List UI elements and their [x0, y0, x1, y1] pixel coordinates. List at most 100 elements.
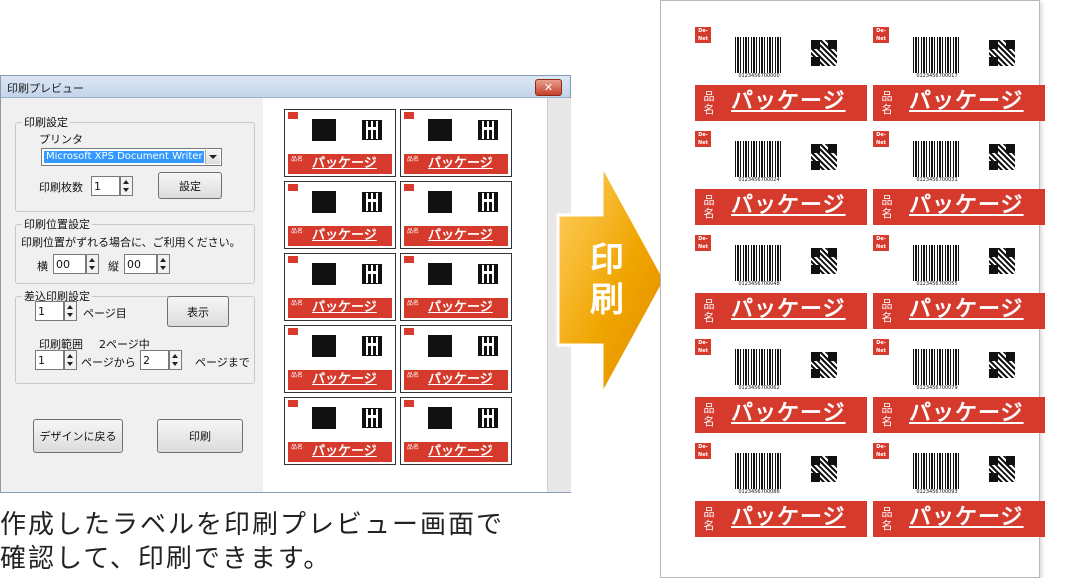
- name-tag: 品名: [291, 228, 304, 235]
- spin-arrows-icon[interactable]: [157, 254, 170, 274]
- to-suffix: ページまで: [195, 356, 250, 369]
- spin-arrows-icon[interactable]: [64, 301, 77, 321]
- spin-arrows-icon[interactable]: [120, 176, 133, 196]
- barcode-icon: [735, 245, 781, 281]
- product-name: パッケージ: [731, 193, 846, 218]
- product-name: パッケージ: [312, 372, 377, 387]
- barcode-icon: [913, 453, 959, 489]
- label-name-band: 品名パッケージ: [404, 442, 508, 462]
- close-button[interactable]: ✕: [535, 79, 562, 96]
- logo-icon: De-Net: [695, 443, 711, 459]
- product-name: パッケージ: [909, 401, 1024, 426]
- horizontal-offset-stepper[interactable]: 00: [53, 254, 99, 274]
- chevron-down-icon[interactable]: [205, 150, 220, 164]
- printer-select[interactable]: Microsoft XPS Document Writer: [41, 148, 222, 166]
- to-page-stepper[interactable]: 2: [140, 350, 182, 370]
- name-tag: 品名: [881, 402, 893, 428]
- qr-code-icon: [989, 456, 1015, 482]
- caption-line2: 確認して、印刷できます。: [0, 544, 332, 574]
- label-name-band: 品名パッケージ: [404, 370, 508, 390]
- preview-label: 品名パッケージ: [400, 325, 512, 393]
- barcode-icon: [428, 335, 452, 357]
- vertical-offset-stepper[interactable]: 00: [124, 254, 170, 274]
- qr-code-icon: [811, 352, 837, 378]
- preview-label: 品名 パッケージ: [400, 109, 512, 177]
- product-name: パッケージ: [428, 300, 493, 315]
- qr-code-icon: [362, 408, 382, 428]
- product-name: パッケージ: [428, 156, 493, 171]
- label-name-band: 品名パッケージ: [873, 85, 1045, 121]
- spin-arrows-icon[interactable]: [86, 254, 99, 274]
- horizontal-offset-input[interactable]: 00: [53, 254, 86, 274]
- product-name: パッケージ: [312, 444, 377, 459]
- name-tag: 品名: [407, 156, 420, 163]
- merge-settings-group: 差込印刷設定: [15, 288, 255, 384]
- label-name-band: 品名パッケージ: [288, 154, 392, 174]
- label-name-band: 品名 パッケージ: [288, 226, 392, 246]
- label-name-band: 品名パッケージ: [695, 501, 867, 537]
- print-button[interactable]: 印刷: [157, 419, 243, 453]
- barcode-icon: [312, 407, 336, 429]
- qr-code-icon: [362, 192, 382, 212]
- barcode-icon: [913, 37, 959, 73]
- preview-label: 品名パッケージ: [400, 397, 512, 465]
- product-name: パッケージ: [312, 228, 377, 243]
- print-settings-group: 印刷設定: [15, 114, 255, 212]
- qr-code-icon: [362, 336, 382, 356]
- logo-icon: [404, 112, 414, 119]
- print-preview-dialog: 印刷プレビュー ✕ 印刷設定 プリンタ Microsoft XPS Docume…: [0, 75, 571, 493]
- copies-input[interactable]: 1: [91, 176, 120, 196]
- logo-icon: [288, 184, 298, 191]
- qr-code-icon: [478, 192, 498, 212]
- name-tag: 品名: [703, 194, 715, 220]
- barcode-number: 0123456700079: [916, 385, 958, 391]
- product-name: パッケージ: [909, 505, 1024, 530]
- label-name-band: 品名パッケージ: [695, 397, 867, 433]
- product-name: パッケージ: [731, 89, 846, 114]
- product-name: パッケージ: [312, 300, 377, 315]
- name-tag: 品名: [881, 90, 893, 116]
- logo-icon: De-Net: [695, 339, 711, 355]
- spin-arrows-icon[interactable]: [64, 350, 77, 370]
- merge-settings-legend: 差込印刷設定: [24, 290, 90, 303]
- label-name-band: 品名パッケージ: [695, 85, 867, 121]
- logo-icon: [288, 112, 298, 119]
- to-page-input[interactable]: 2: [140, 350, 169, 370]
- page-suffix: ページ目: [83, 307, 127, 320]
- name-tag: 品名: [703, 506, 715, 532]
- barcode-number: 0123456700048: [738, 281, 780, 287]
- barcode-icon: [312, 335, 336, 357]
- spin-arrows-icon[interactable]: [169, 350, 182, 370]
- from-page-input[interactable]: 1: [35, 350, 64, 370]
- logo-icon: [404, 184, 414, 191]
- name-tag: 品名: [407, 372, 420, 379]
- product-name: パッケージ: [428, 444, 493, 459]
- qr-code-icon: [989, 144, 1015, 170]
- barcode-number: 0123456700024: [738, 177, 780, 183]
- product-name: パッケージ: [312, 156, 377, 171]
- printed-label: De-Net 0123456700079 品名パッケージ: [873, 339, 1045, 439]
- logo-icon: De-Net: [873, 339, 889, 355]
- back-to-design-button[interactable]: デザインに戻る: [33, 419, 123, 453]
- print-arrow-icon: [556, 164, 667, 396]
- copies-stepper[interactable]: 1: [91, 176, 133, 196]
- page-stepper[interactable]: 1: [35, 301, 77, 321]
- settings-button[interactable]: 設定: [158, 172, 222, 199]
- label-name-band: 品名パッケージ: [695, 293, 867, 329]
- dialog-titlebar: 印刷プレビュー ✕: [1, 76, 570, 98]
- logo-icon: De-Net: [873, 235, 889, 251]
- caption-line1: 作成したラベルを印刷プレビュー画面で: [0, 510, 505, 540]
- logo-icon: De-Net: [695, 131, 711, 147]
- position-note: 印刷位置がずれる場合に、ご利用ください。: [21, 236, 241, 249]
- preview-label: 品名パッケージ: [400, 181, 512, 249]
- label-name-band: 品名パッケージ: [695, 189, 867, 225]
- vertical-offset-input[interactable]: 00: [124, 254, 157, 274]
- from-page-stepper[interactable]: 1: [35, 350, 77, 370]
- barcode-icon: [428, 119, 452, 141]
- label-name-band: 品名パッケージ: [873, 397, 1045, 433]
- page-input[interactable]: 1: [35, 301, 64, 321]
- show-button[interactable]: 表示: [167, 296, 229, 327]
